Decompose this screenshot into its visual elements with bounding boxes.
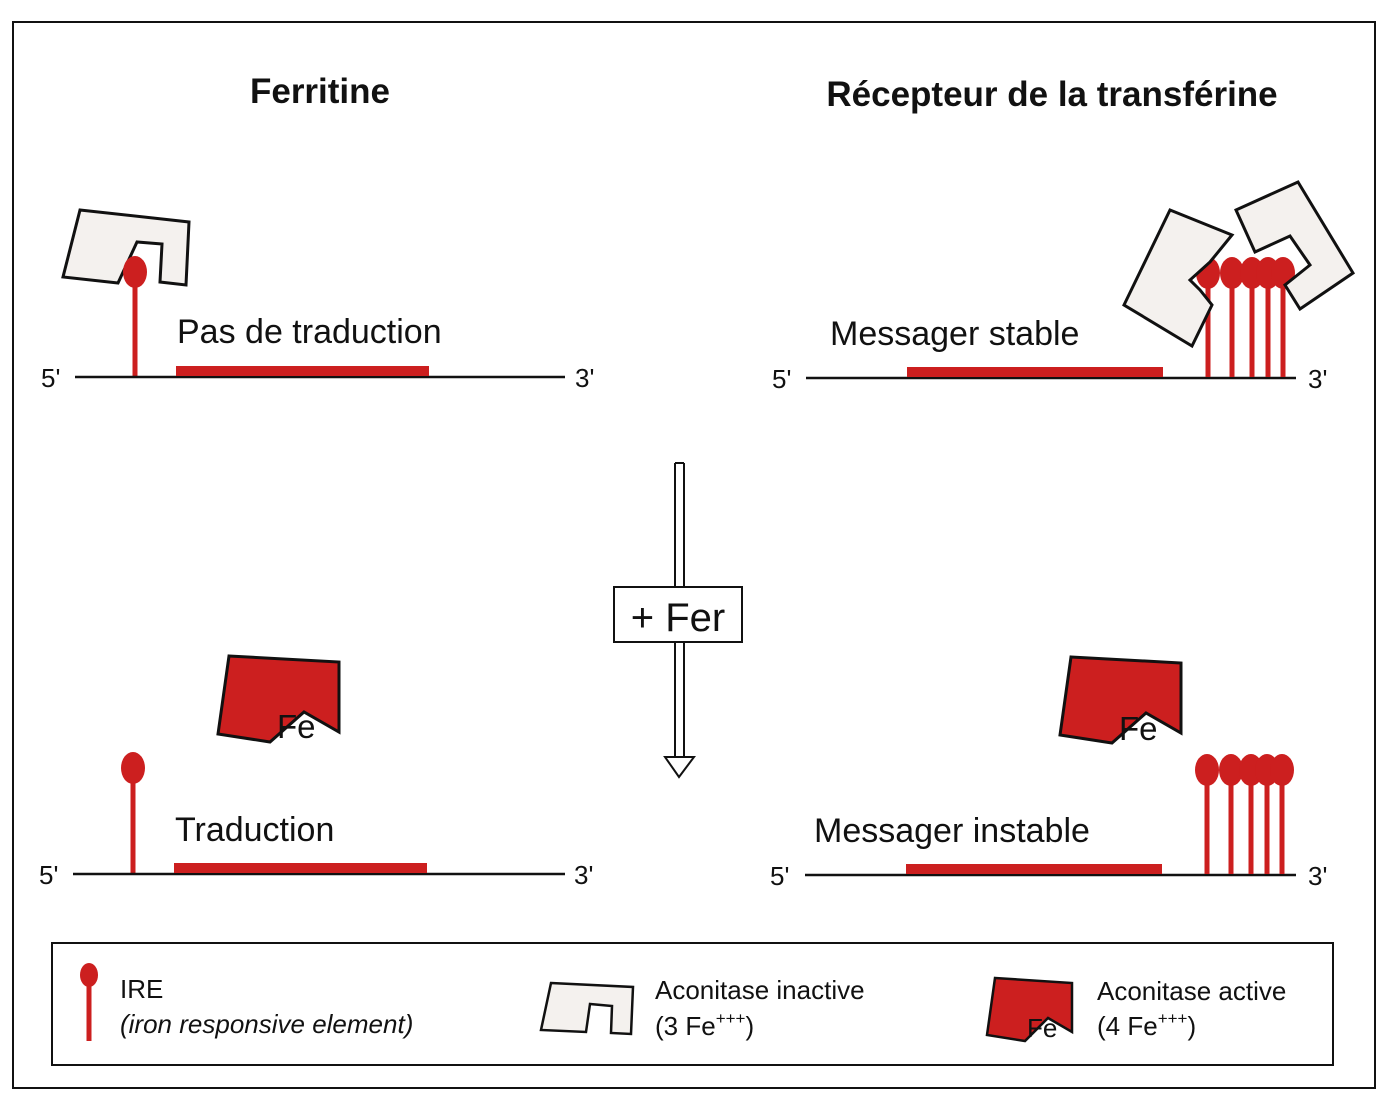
legend-ire-subtitle: (iron responsive element) [120, 1009, 413, 1039]
five-prime-label: 5' [41, 363, 60, 393]
aconitase-inactive-shape [1122, 208, 1235, 349]
legend-active-title: Aconitase active [1097, 976, 1286, 1006]
title-transferrin-receptor: Récepteur de la transférine [826, 75, 1277, 114]
fe-label: Fe [1119, 710, 1158, 747]
ire-cluster [1196, 257, 1295, 377]
ire-cluster [1195, 754, 1294, 874]
legend-active-icon [985, 976, 1074, 1043]
label-messager-stable: Messager stable [830, 315, 1079, 353]
coding-region [174, 863, 427, 873]
fer-box [613, 586, 743, 643]
legend-inactive-title: Aconitase inactive [655, 975, 865, 1005]
legend-inactive-icon [539, 981, 635, 1036]
five-prime-label: 5' [770, 861, 789, 891]
three-prime-label: 3' [1308, 861, 1327, 891]
panel-top-left: Pas de traduction 5' 3' [41, 208, 594, 393]
three-prime-label: 3' [574, 860, 593, 890]
legend-active-fe: Fe [1027, 1013, 1057, 1043]
legend-ire-title: IRE [120, 974, 163, 1004]
coding-region [176, 366, 429, 376]
fe-label: Fe [277, 708, 316, 745]
outer-frame [12, 21, 1376, 1089]
legend-ire-icon [80, 963, 98, 1041]
three-prime-label: 3' [1308, 364, 1327, 394]
panel-top-right: Messager stable 5' 3' [772, 180, 1356, 394]
five-prime-label: 5' [39, 860, 58, 890]
iron-addition-arrow: + Fer [613, 462, 743, 779]
panel-bottom-right: Fe Messager instable 5' 3' [770, 655, 1327, 891]
ire-stem-loop [123, 256, 147, 377]
legend: IRE (iron responsive element) Aconitase … [51, 942, 1334, 1066]
legend-box [51, 942, 1334, 1066]
label-plus-fer: + Fer [631, 596, 725, 640]
three-prime-label: 3' [575, 363, 594, 393]
ire-stem-loop [121, 752, 145, 874]
aconitase-inactive-shape [1234, 180, 1356, 312]
aconitase-inactive-shape [61, 208, 191, 287]
aconitase-active-shape [1058, 655, 1183, 745]
five-prime-label: 5' [772, 364, 791, 394]
label-pas-de-traduction: Pas de traduction [177, 313, 442, 351]
coding-region [907, 367, 1163, 377]
panel-bottom-left: Fe Traduction 5' 3' [39, 654, 593, 890]
label-traduction: Traduction [175, 811, 334, 849]
legend-active-subtitle: (4 Fe+++) [1097, 1009, 1196, 1041]
label-messager-instable: Messager instable [814, 812, 1090, 850]
coding-region [906, 864, 1162, 874]
aconitase-active-shape [216, 654, 341, 744]
title-ferritine: Ferritine [250, 72, 390, 111]
legend-inactive-subtitle: (3 Fe+++) [655, 1009, 754, 1041]
